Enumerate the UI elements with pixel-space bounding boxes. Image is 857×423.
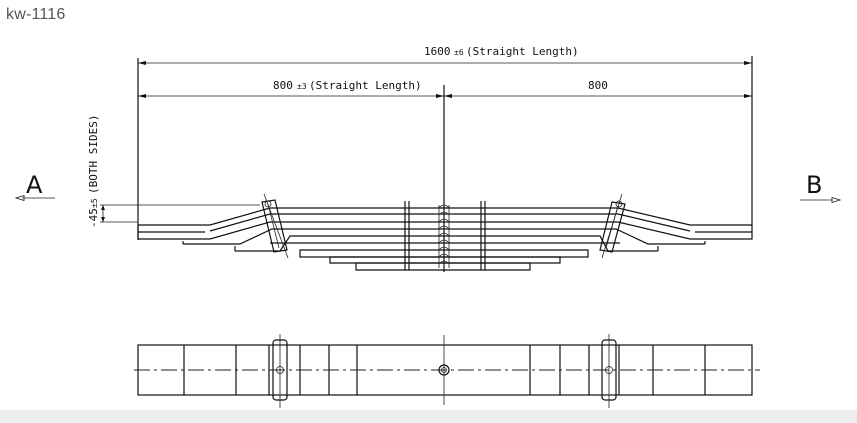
- right-half-value: 800: [588, 79, 608, 92]
- overall-length-value: 1600: [424, 45, 451, 58]
- half-length-dimensions: 800 ±3 (Straight Length) 800: [138, 79, 752, 98]
- view-label-b: B: [806, 171, 822, 199]
- view-marker-a: A: [14, 171, 55, 202]
- extension-lines: [137, 56, 753, 272]
- page-title: kw-1116: [6, 6, 66, 23]
- left-half-note: (Straight Length): [309, 79, 422, 92]
- center-bolt: [438, 204, 450, 268]
- left-half-tolerance: ±3: [297, 82, 307, 91]
- side-elevation-view: [137, 193, 753, 271]
- left-half-value: 800: [273, 79, 293, 92]
- camber-tolerance: ±5: [90, 198, 99, 208]
- footer-strip: [0, 410, 857, 423]
- leaf-spring-drawing: 1600 ±6 (Straight Length) 800 ±3 (Straig…: [14, 45, 842, 408]
- arrow-right-icon: [831, 196, 842, 204]
- overall-length-note: (Straight Length): [466, 45, 579, 58]
- left-rebound-clip: [261, 193, 289, 259]
- overall-length-dimension: 1600 ±6 (Straight Length): [138, 45, 752, 65]
- overall-length-tolerance: ±6: [454, 48, 464, 57]
- right-rebound-clip: [599, 193, 626, 259]
- camber-dimension: -45 ±5 (BOTH SIDES): [87, 115, 260, 228]
- camber-value: -45: [87, 208, 100, 228]
- camber-note: (BOTH SIDES): [87, 115, 100, 194]
- plan-view: [134, 334, 760, 408]
- view-marker-b: B: [800, 171, 842, 204]
- arrow-left-icon: [14, 194, 25, 202]
- view-label-a: A: [26, 171, 43, 199]
